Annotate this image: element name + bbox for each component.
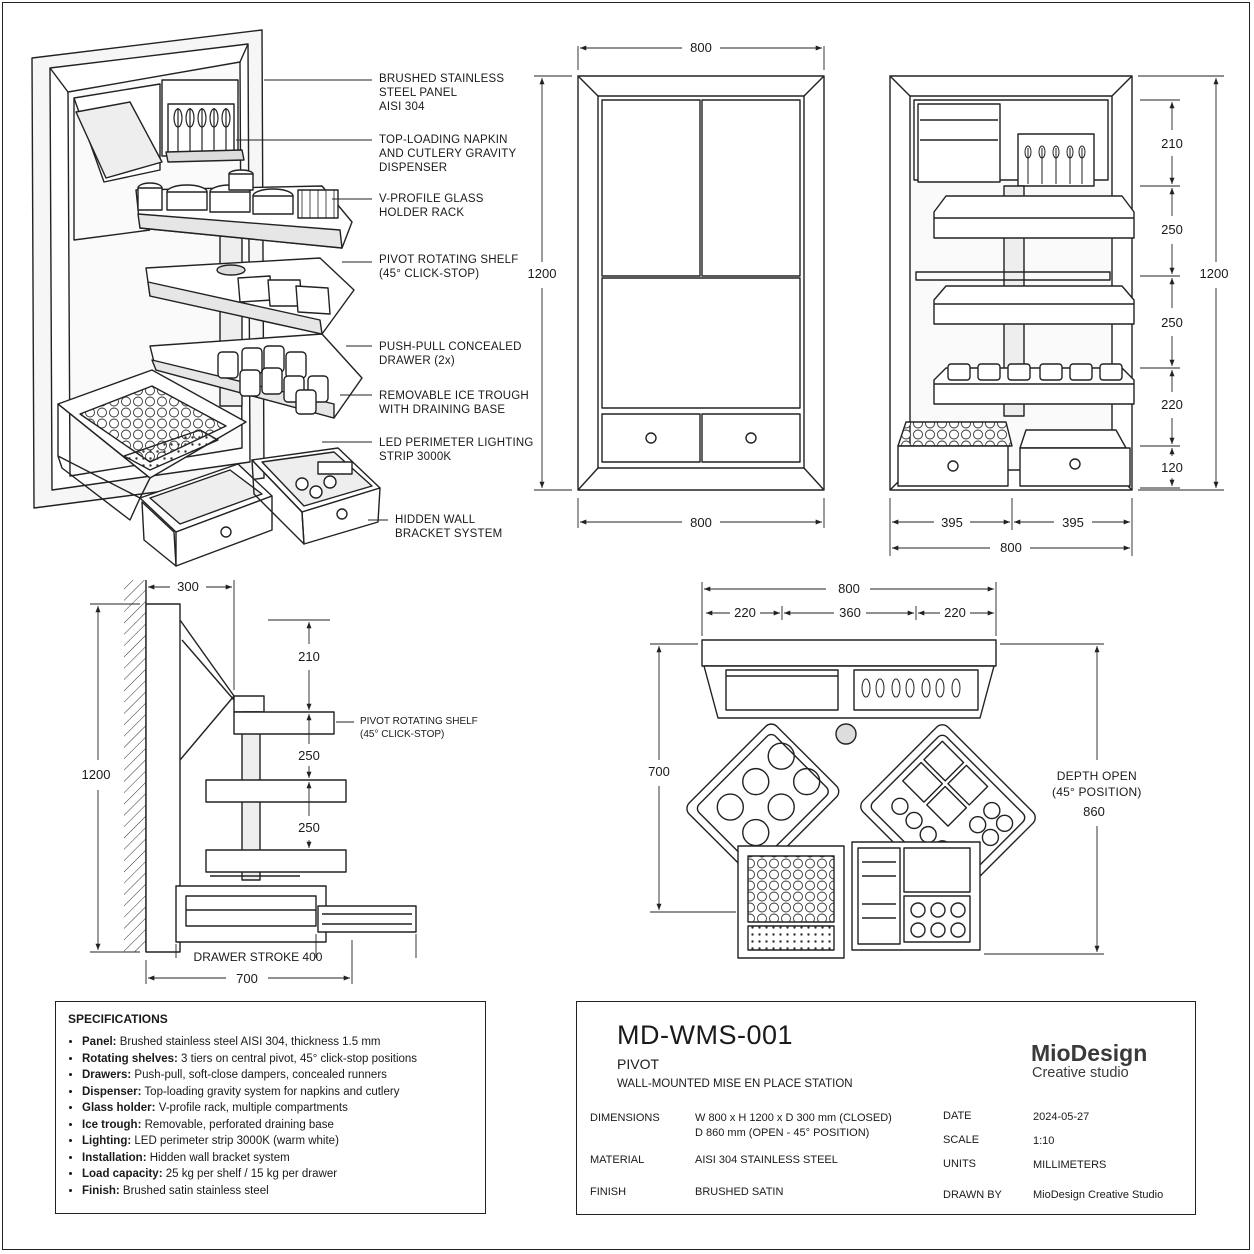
side-open-depth: 700 — [236, 971, 258, 986]
product-name: PIVOT — [617, 1056, 660, 1072]
spec-item: Drawers: Push-pull, soft-close dampers, … — [82, 1067, 417, 1084]
units-label: UNITS — [943, 1158, 976, 1170]
callout-pivot-shelf: PIVOT ROTATING SHELF (45° CLICK-STOP) — [379, 254, 519, 280]
dimensions-value-1: W 800 x H 1200 x D 300 mm (CLOSED) — [695, 1112, 892, 1124]
side-view-dims — [90, 580, 417, 984]
callout-wall-bracket: HIDDEN WALL BRACKET SYSTEM — [395, 514, 503, 540]
date-label: DATE — [943, 1110, 972, 1122]
spec-item: Panel: Brushed stainless steel AISI 304,… — [82, 1034, 417, 1051]
side-depth: 300 — [177, 579, 199, 594]
dimensions-label: DIMENSIONS — [590, 1112, 660, 1124]
title-block: MD-WMS-001 PIVOT WALL-MOUNTED MISE EN PL… — [576, 1001, 1196, 1215]
front-width-top: 800 — [690, 40, 712, 55]
units-value: MILLIMETERS — [1033, 1159, 1107, 1171]
drawn-by-label: DRAWN BY — [943, 1189, 1002, 1201]
open-half-left: 395 — [941, 515, 963, 530]
date-value: 2024-05-27 — [1033, 1111, 1090, 1123]
plan-segment-3: 220 — [944, 605, 966, 620]
drawer-stroke-label: DRAWER STROKE 400 — [193, 950, 323, 964]
open-tier-1: 210 — [1161, 136, 1183, 151]
callout-dispenser: TOP-LOADING NAPKIN AND CUTLERY GRAVITY D… — [379, 134, 517, 174]
open-half-right: 395 — [1062, 515, 1084, 530]
callout-led-strip: LED PERIMETER LIGHTING STRIP 3000K — [379, 437, 534, 463]
scale-value: 1:10 — [1033, 1135, 1055, 1147]
specifications-list: Panel: Brushed stainless steel AISI 304,… — [68, 1034, 417, 1199]
open-tier-4: 220 — [1161, 397, 1183, 412]
plan-view — [686, 639, 1036, 959]
open-tier-3: 250 — [1161, 315, 1183, 330]
spec-item: Lighting: LED perimeter strip 3000K (war… — [82, 1133, 417, 1150]
finish-label: FINISH — [590, 1186, 627, 1198]
plan-depth-open-label: DEPTH OPEN (45° POSITION) — [1052, 769, 1142, 799]
drawn-by-value: MioDesign Creative Studio — [1033, 1189, 1164, 1201]
open-total-width: 800 — [1000, 540, 1022, 555]
material-label: MATERIAL — [590, 1154, 645, 1166]
spec-item: Finish: Brushed satin stainless steel — [82, 1183, 417, 1200]
isometric-view — [31, 29, 381, 567]
callout-glass-rack: V-PROFILE GLASS HOLDER RACK — [379, 193, 484, 219]
front-view-dims — [534, 45, 825, 528]
callout-panel: BRUSHED STAINLESS STEEL PANEL AISI 304 — [379, 73, 505, 113]
spec-item: Ice trough: Removable, perforated draini… — [82, 1117, 417, 1134]
front-height: 1200 — [527, 266, 557, 281]
plan-width: 800 — [838, 581, 860, 596]
spec-item: Glass holder: V-profile rack, multiple c… — [82, 1100, 417, 1117]
specifications-panel: SPECIFICATIONS Panel: Brushed stainless … — [55, 1001, 486, 1214]
front-width-bottom: 800 — [690, 515, 712, 530]
open-tier-5: 120 — [1161, 460, 1183, 475]
product-subtitle: WALL-MOUNTED MISE EN PLACE STATION — [617, 1078, 853, 1090]
spec-item: Installation: Hidden wall bracket system — [82, 1150, 417, 1167]
open-height: 1200 — [1199, 266, 1229, 281]
side-tier-2: 250 — [298, 748, 320, 763]
open-tier-2: 250 — [1161, 222, 1183, 237]
callout-drawer: PUSH-PULL CONCEALED DRAWER (2x) — [379, 341, 522, 367]
plan-view-dims — [650, 582, 1104, 955]
plan-depth-open: 860 — [1083, 804, 1105, 819]
plan-segment-1: 220 — [734, 605, 756, 620]
side-tier-1: 210 — [298, 649, 320, 664]
brand-tagline: Creative studio — [1032, 1065, 1129, 1081]
callout-leaders — [236, 79, 388, 521]
front-view-closed — [577, 75, 825, 491]
spec-item: Dispenser: Top-loading gravity system fo… — [82, 1084, 417, 1101]
front-view-open — [889, 75, 1135, 491]
spec-item: Load capacity: 25 kg per shelf / 15 kg p… — [82, 1166, 417, 1183]
side-view — [124, 580, 417, 953]
plan-depth-closed: 700 — [648, 764, 670, 779]
scale-label: SCALE — [943, 1134, 980, 1146]
material-value: AISI 304 STAINLESS STEEL — [695, 1154, 838, 1166]
brand-name: MioDesign — [1031, 1040, 1148, 1066]
specifications-heading: SPECIFICATIONS — [68, 1012, 168, 1026]
side-tier-3: 250 — [298, 820, 320, 835]
side-pivot-callout: PIVOT ROTATING SHELF (45° CLICK-STOP) — [360, 716, 478, 740]
open-view-dims — [889, 75, 1224, 556]
spec-item: Rotating shelves: 3 tiers on central piv… — [82, 1051, 417, 1068]
plan-segment-2: 360 — [839, 605, 861, 620]
dimensions-value-2: D 860 mm (OPEN - 45° POSITION) — [695, 1127, 870, 1139]
callout-ice-trough: REMOVABLE ICE TROUGH WITH DRAINING BASE — [379, 390, 529, 416]
drawing-code: MD-WMS-001 — [617, 1020, 794, 1050]
side-height: 1200 — [81, 767, 111, 782]
finish-value: BRUSHED SATIN — [695, 1186, 784, 1198]
